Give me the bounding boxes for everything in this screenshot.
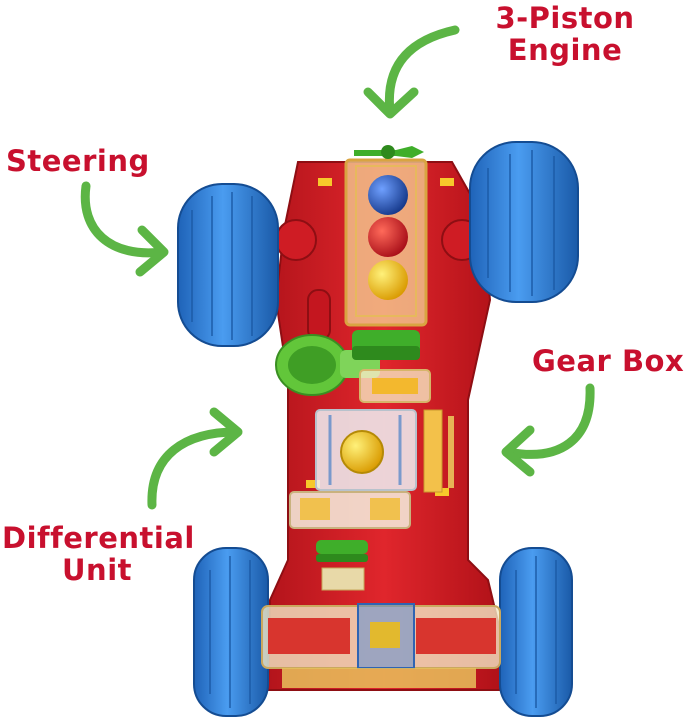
steering-label: Steering [6, 144, 150, 178]
piston-blue [368, 175, 408, 215]
gear-yellow-disc [340, 430, 384, 474]
differential-label-line2: Unit [62, 553, 132, 587]
engine-block [344, 145, 428, 327]
differential-label: Differential Unit [2, 521, 195, 587]
wheel-rear-right [499, 547, 573, 717]
differential-arrow-icon [147, 407, 243, 510]
engine-label-line1: 3-Piston [495, 1, 635, 35]
gear-box-label: Gear Box [532, 344, 685, 378]
engine-arrow-icon [363, 25, 460, 119]
green-funnel [275, 334, 380, 396]
differential-unit [261, 540, 501, 688]
wheel-front-right [469, 141, 579, 303]
wheel-rear-left [193, 547, 269, 717]
piston-yellow [368, 260, 408, 300]
engine-label-line2: Engine [507, 33, 623, 67]
engine-label: 3-Piston Engine [470, 2, 660, 66]
gear-box [315, 330, 454, 493]
steering-knob-left [275, 219, 317, 261]
piston-red [368, 217, 408, 257]
steering-arrow-icon [80, 181, 169, 277]
differential-label-line1: Differential [2, 521, 195, 555]
gear-box-arrow-icon [501, 383, 595, 477]
wheel-front-left [177, 183, 279, 347]
